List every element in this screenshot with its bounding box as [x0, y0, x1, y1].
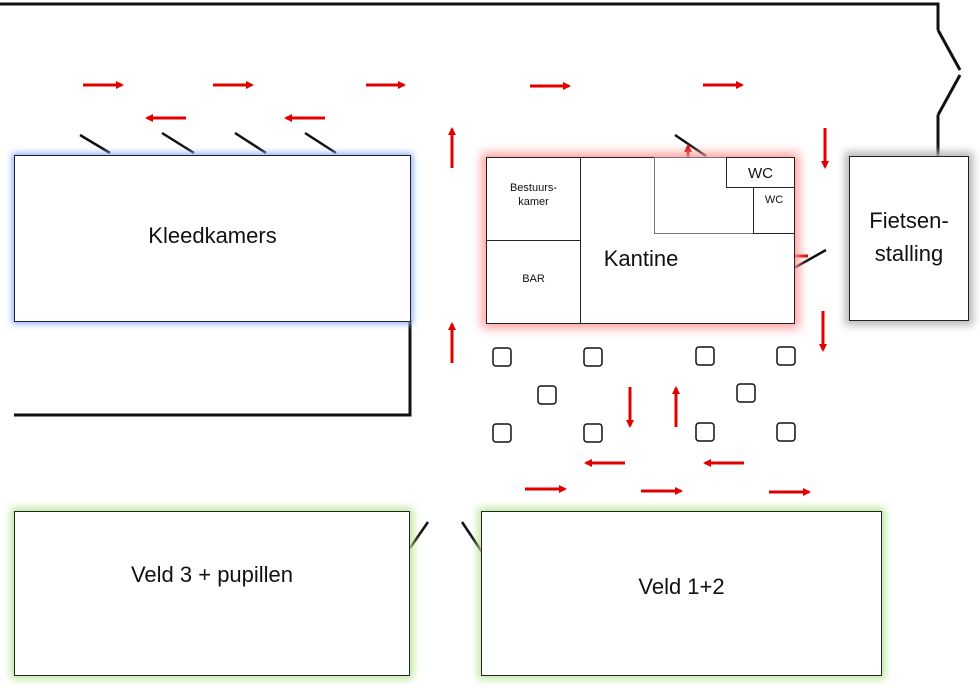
wc-small-label: WC — [764, 194, 784, 206]
veld-12-gate — [460, 521, 484, 553]
terrace-table — [537, 385, 557, 405]
kleedkamer-door — [304, 131, 337, 155]
walking-route-arrows — [83, 81, 829, 496]
entrance-gate-leaf — [936, 29, 962, 71]
wc-large-room — [726, 157, 795, 188]
terrace-table — [583, 423, 603, 443]
fietsenstalling-building — [849, 156, 969, 321]
kleedkamers-back-wall — [14, 320, 412, 417]
perimeter-fence — [0, 2, 940, 30]
terrace-tables — [492, 346, 796, 443]
kleedkamer-door — [161, 131, 195, 155]
bestuurskamer-room — [486, 157, 581, 241]
entrance-gate-leaf — [936, 74, 962, 116]
kantine-entrance-door — [674, 133, 707, 158]
terrace-table — [492, 347, 512, 367]
fietsenstalling-label: Fietsen- stalling — [869, 208, 949, 266]
terrace-table — [776, 422, 796, 442]
terrace-table — [695, 346, 715, 366]
wc-small-room — [753, 187, 795, 234]
terrace-table — [776, 346, 796, 366]
veld-3-gate — [408, 521, 430, 549]
bestuurskamer-label: Bestuurs- kamer — [509, 182, 558, 208]
terrace-table — [736, 383, 756, 403]
terrace-table — [492, 423, 512, 443]
kleedkamers-building — [14, 155, 411, 322]
bar-room — [486, 240, 581, 324]
veld-3-field — [14, 511, 410, 676]
bar-label: BAR — [522, 273, 545, 285]
kleedkamer-door — [234, 131, 267, 155]
terrace-table — [583, 347, 603, 367]
kleedkamer-door — [79, 133, 111, 155]
veld-3-label: Veld 3 + pupillen — [130, 562, 294, 587]
kantine-side-door — [793, 248, 827, 270]
kantine-label: Kantine — [603, 246, 679, 271]
veld-12-field — [481, 511, 882, 676]
wc-large-label: WC — [748, 165, 773, 182]
terrace-table — [695, 422, 715, 442]
kleedkamers-label: Kleedkamers — [148, 223, 277, 248]
veld-12-label: Veld 1+2 — [638, 574, 725, 599]
